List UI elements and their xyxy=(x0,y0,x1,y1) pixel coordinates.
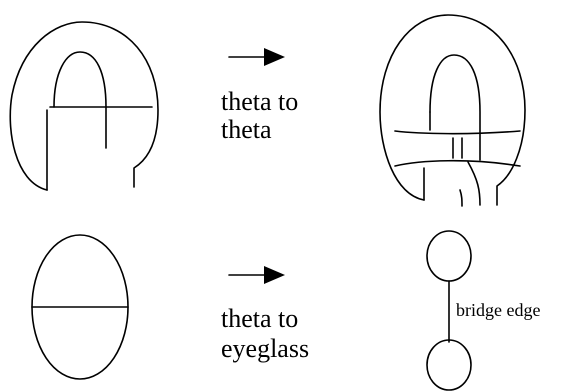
eyeglass-bottom-loop xyxy=(426,339,472,391)
eyeglass-graph xyxy=(426,230,472,391)
move-arrow-1 xyxy=(228,48,285,66)
caption-theta-to-theta-line-2: theta xyxy=(221,115,272,144)
caption-theta-to-eyeglass-line-2: eyeglass xyxy=(221,334,309,363)
move-arrow-2 xyxy=(228,266,285,284)
theta-surface-before xyxy=(9,21,159,191)
caption-theta-to-eyeglass-line-1: theta to xyxy=(221,304,298,333)
theta-graph xyxy=(31,234,129,380)
theta-surface-after xyxy=(379,14,526,207)
caption-theta-to-theta-line-1: theta to xyxy=(221,87,298,116)
eyeglass-top-loop xyxy=(426,230,472,282)
bridge-edge-label: bridge edge xyxy=(456,300,540,320)
